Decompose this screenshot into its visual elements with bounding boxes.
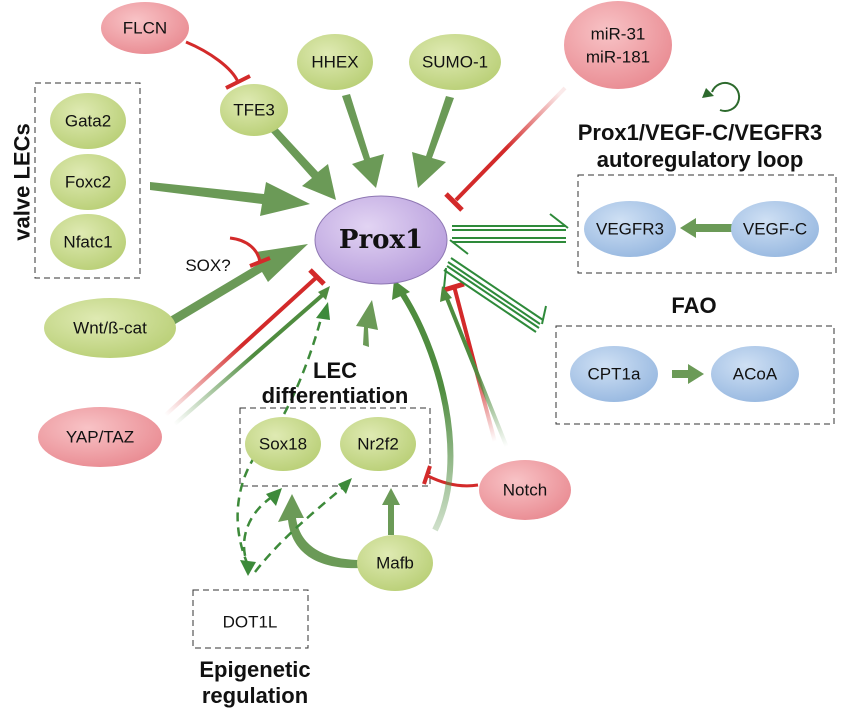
node-sumo1: SUMO-1: [409, 34, 501, 90]
arrow-valve-lecs: [150, 182, 310, 216]
svg-text:Gata2: Gata2: [65, 112, 111, 131]
arrow-mafb-nr2f2: [382, 488, 400, 535]
node-nfatc1: Nfatc1: [50, 214, 126, 270]
svg-text:FLCN: FLCN: [123, 19, 167, 38]
node-vegfr3: VEGFR3: [584, 201, 676, 257]
svg-text:HHEX: HHEX: [311, 53, 358, 72]
sox-label: SOX?: [185, 256, 230, 275]
activation-arrows: [150, 94, 454, 347]
node-tfe3: TFE3: [220, 84, 288, 136]
node-notch: Notch: [479, 460, 571, 520]
epigenetic-heading-line2: regulation: [202, 683, 308, 708]
arrow-vegfc-vegfr3: [680, 218, 732, 238]
node-vegfc: VEGF-C: [731, 201, 819, 257]
inhibit-mir-prox1: [454, 86, 567, 202]
arrow-lec-diff: [356, 300, 378, 347]
lec-differentiation-box: [239, 407, 431, 487]
svg-text:SUMO-1: SUMO-1: [422, 53, 488, 72]
activate-notch: [444, 295, 512, 456]
arrow-tfe3: [262, 118, 336, 200]
valve-lecs-heading: valve LECs: [10, 123, 35, 240]
node-foxc2: Foxc2: [50, 154, 126, 210]
svg-text:VEGF-C: VEGF-C: [743, 220, 807, 239]
dot1l-label: DOT1L: [223, 613, 278, 632]
node-yaptaz: YAP/TAZ: [38, 407, 162, 467]
node-wnt: Wnt/ß-cat: [44, 298, 176, 358]
loop-heading-line2: autoregulatory loop: [597, 147, 804, 172]
epigenetic-box: [192, 589, 309, 649]
svg-text:CPT1a: CPT1a: [588, 365, 641, 384]
node-mir: miR-31 miR-181: [564, 1, 672, 89]
arrow-cpt1a-acoa: [672, 364, 704, 384]
svg-text:Sox18: Sox18: [259, 435, 307, 454]
activate-yaptaz: [166, 290, 328, 432]
loop-heading-line1: Prox1/VEGF-C/VEGFR3: [578, 120, 823, 145]
svg-text:VEGFR3: VEGFR3: [596, 220, 664, 239]
svg-text:Wnt/ß-cat: Wnt/ß-cat: [73, 319, 147, 338]
inhibit-notch-nr2f2: [427, 474, 479, 488]
lec-heading-line2: differentiation: [262, 383, 409, 408]
fao-heading: FAO: [671, 293, 716, 318]
arrow-sumo1: [412, 96, 454, 188]
svg-text:Nr2f2: Nr2f2: [357, 435, 399, 454]
inhibit-flcn-tfe3: [185, 40, 240, 83]
activate-mafb-prox1: [397, 288, 454, 532]
node-nr2f2: Nr2f2: [340, 417, 416, 471]
node-mafb: Mafb: [357, 535, 433, 591]
loop-box: [577, 174, 837, 274]
prox1-vegfr3-exchange: [449, 213, 569, 255]
fao-box: [555, 325, 835, 425]
node-prox1: Prox1: [314, 195, 448, 285]
svg-text:Mafb: Mafb: [376, 554, 414, 573]
valve-lecs-box: [34, 82, 141, 279]
inhibit-yaptaz: [158, 274, 320, 422]
node-acoa: ACoA: [711, 346, 799, 402]
svg-text:TFE3: TFE3: [233, 101, 275, 120]
epigenetic-heading-line1: Epigenetic: [199, 657, 310, 682]
inhibit-sox: [229, 236, 262, 263]
node-gata2: Gata2: [50, 93, 126, 149]
svg-text:Nfatc1: Nfatc1: [63, 233, 112, 252]
svg-text:miR-31: miR-31: [591, 25, 646, 44]
node-cpt1a: CPT1a: [570, 346, 658, 402]
prox1-fao-exchange: [443, 257, 547, 333]
arrow-hhex: [342, 94, 384, 188]
svg-text:Foxc2: Foxc2: [65, 173, 111, 192]
node-sox18: Sox18: [245, 417, 321, 471]
svg-text:ACoA: ACoA: [733, 365, 778, 384]
svg-text:miR-181: miR-181: [586, 48, 650, 67]
node-flcn: FLCN: [101, 2, 189, 54]
svg-text:Notch: Notch: [503, 481, 547, 500]
arrow-mafb-sox18: [278, 494, 362, 569]
node-hhex: HHEX: [297, 34, 373, 90]
svg-text:YAP/TAZ: YAP/TAZ: [66, 428, 134, 447]
loop-icon: [711, 82, 741, 112]
arrow-wnt: [168, 244, 308, 326]
prox1-label: Prox1: [339, 225, 423, 255]
epigenetic-dashed-arrows: [236, 314, 347, 573]
lec-heading-line1: LEC: [313, 358, 357, 383]
